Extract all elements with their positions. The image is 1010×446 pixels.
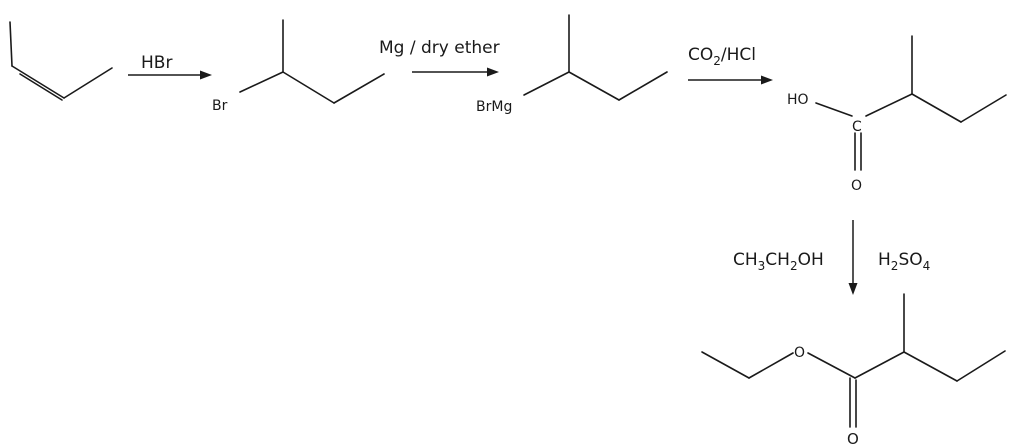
reagent-ethanol: CH3CH2OH xyxy=(733,250,824,273)
atom-carboxyl-c: C xyxy=(852,119,862,135)
arrow-step-1 xyxy=(128,70,212,80)
atom-ho: HO xyxy=(787,92,809,108)
molecule-2-methylbutanoic-acid xyxy=(815,35,1007,171)
reagent-co2-hcl: CO2/HCl xyxy=(688,45,756,68)
arrow-step-2 xyxy=(412,67,499,77)
molecule-ethyl-2-methylbutanoate xyxy=(701,293,1006,428)
reagent-mg-dry-ether: Mg / dry ether xyxy=(379,38,500,58)
arrow-step-4 xyxy=(848,220,858,295)
molecule-grignard xyxy=(523,14,668,101)
atom-ester-o: O xyxy=(794,345,805,361)
arrow-step-3 xyxy=(688,75,773,85)
atom-ester-carbonyl-o: O xyxy=(847,430,859,446)
reagent-hbr: HBr xyxy=(141,53,172,73)
atom-carboxyl-o: O xyxy=(851,178,862,194)
reagent-h2so4: H2SO4 xyxy=(878,250,930,273)
molecule-2-butene xyxy=(9,21,113,101)
atom-brmg: BrMg xyxy=(476,99,512,115)
atom-br: Br xyxy=(212,98,228,114)
molecule-2-bromobutane xyxy=(239,19,385,104)
